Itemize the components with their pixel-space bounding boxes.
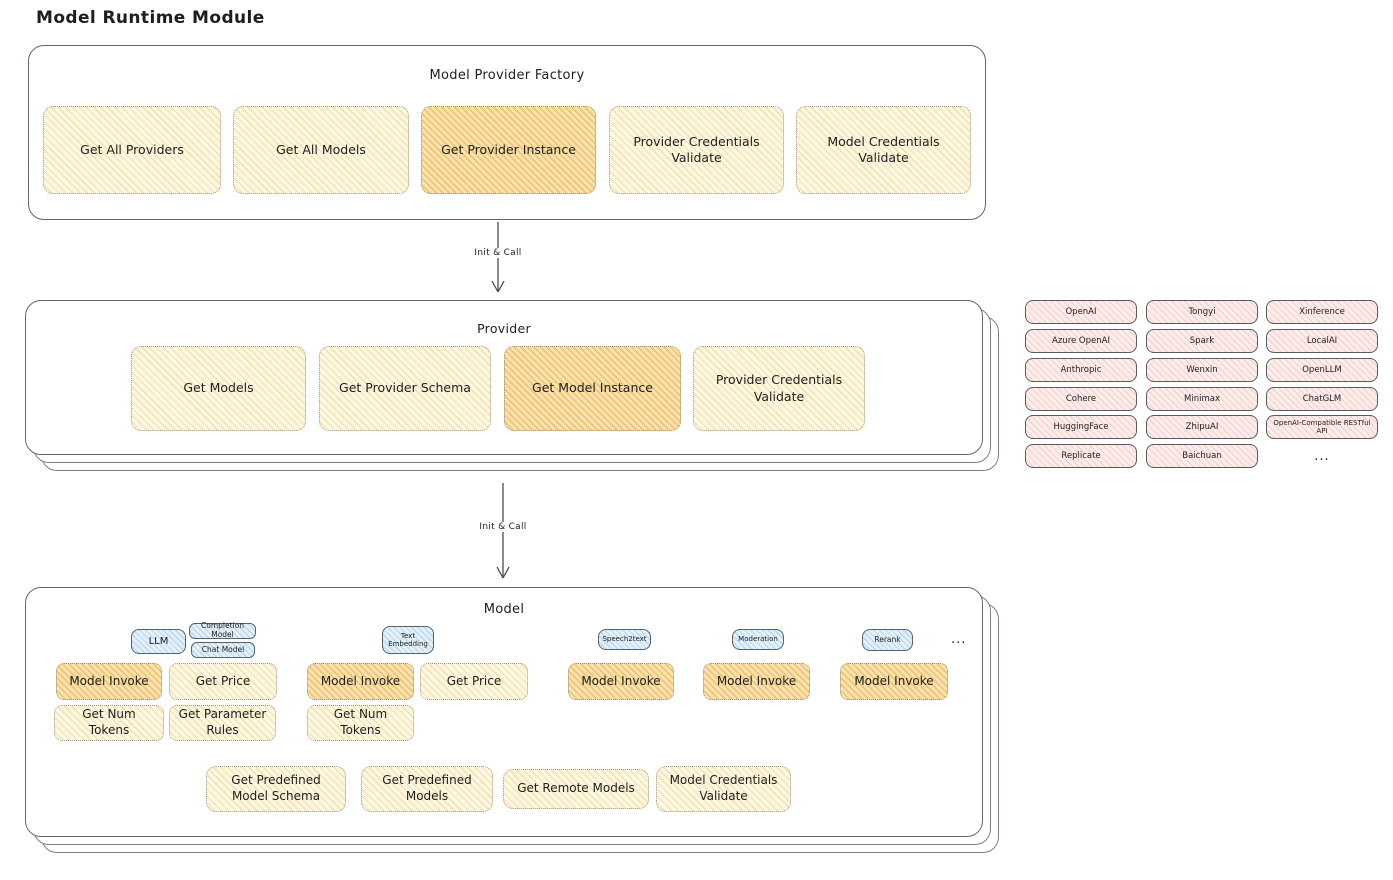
provider-button-get-provider-schema: Get Provider Schema: [319, 346, 491, 431]
model-title: Model: [483, 602, 525, 617]
model-tabs-more-dots: ...: [951, 632, 967, 647]
model-button-embedding-model-invoke: Model Invoke: [307, 663, 414, 700]
factory-button-get-provider-instance: Get Provider Instance: [421, 106, 596, 194]
model-button-embedding-get-price: Get Price: [420, 663, 528, 700]
provider-title: Provider: [477, 321, 531, 336]
provider-pill-azure-openai: Azure OpenAI: [1025, 329, 1137, 353]
tab-speech2text: Speech2text: [598, 629, 651, 650]
model-button-model-credentials-validate: Model Credentials Validate: [656, 766, 791, 812]
model-button-get-remote-models: Get Remote Models: [503, 769, 649, 809]
provider-pill-tongyi: Tongyi: [1146, 300, 1258, 324]
init-call-label-1: Init & Call: [470, 248, 526, 258]
model-button-llm-get-num-tokens: Get Num Tokens: [54, 705, 164, 741]
provider-pill-baichuan: Baichuan: [1146, 444, 1258, 468]
tab-moderation: Moderation: [732, 629, 784, 650]
init-call-arrow-2: Init & Call: [463, 483, 543, 580]
provider-pill-chatglm: ChatGLM: [1266, 387, 1378, 411]
provider-pill-replicate: Replicate: [1025, 444, 1137, 468]
down-arrow-icon: [491, 222, 505, 293]
model-button-rerank-model-invoke: Model Invoke: [840, 663, 948, 700]
model-button-embedding-get-num-tokens: Get Num Tokens: [307, 705, 414, 741]
init-call-arrow-1: Init & Call: [458, 222, 538, 294]
model-panel: Model LLM Completion Model Chat Model Te…: [25, 587, 983, 837]
factory-button-model-credentials-validate: Model Credentials Validate: [796, 106, 971, 194]
tab-rerank: Rerank: [862, 629, 913, 651]
model-button-llm-model-invoke: Model Invoke: [56, 663, 162, 700]
model-button-speech2text-model-invoke: Model Invoke: [568, 663, 674, 700]
provider-button-get-model-instance: Get Model Instance: [504, 346, 681, 431]
factory-button-get-all-models: Get All Models: [233, 106, 409, 194]
provider-pill-wenxin: Wenxin: [1146, 358, 1258, 382]
provider-pill-openai: OpenAI: [1025, 300, 1137, 324]
tab-chat-model: Chat Model: [191, 642, 255, 658]
factory-button-provider-credentials-validate: Provider Credentials Validate: [609, 106, 784, 194]
provider-button-get-models: Get Models: [131, 346, 306, 431]
provider-pill-localai: LocalAI: [1266, 329, 1378, 353]
provider-pill-openllm: OpenLLM: [1266, 358, 1378, 382]
provider-panel: Provider Get Models Get Provider Schema …: [25, 300, 983, 455]
provider-pill-anthropic: Anthropic: [1025, 358, 1137, 382]
provider-pill-huggingface: HuggingFace: [1025, 415, 1137, 439]
provider-pill-cohere: Cohere: [1025, 387, 1137, 411]
init-call-label-2: Init & Call: [475, 522, 531, 532]
tab-text-embedding: Text Embedding: [382, 626, 434, 654]
model-button-moderation-model-invoke: Model Invoke: [703, 663, 810, 700]
providers-more-dots: ...: [1314, 449, 1330, 464]
provider-pill-xinference: Xinference: [1266, 300, 1378, 324]
factory-button-get-all-providers: Get All Providers: [43, 106, 221, 194]
factory-panel: Model Provider Factory Get All Providers…: [28, 45, 986, 220]
provider-button-provider-credentials-validate: Provider Credentials Validate: [693, 346, 865, 431]
provider-pill-spark: Spark: [1146, 329, 1258, 353]
tab-llm: LLM: [131, 629, 186, 654]
model-button-llm-get-parameter-rules: Get Parameter Rules: [169, 705, 276, 741]
model-button-llm-get-price: Get Price: [169, 663, 277, 700]
tab-completion-model: Completion Model: [189, 622, 256, 639]
provider-pill-zhipuai: ZhipuAI: [1146, 415, 1258, 439]
provider-pill-minimax: Minimax: [1146, 387, 1258, 411]
factory-title: Model Provider Factory: [429, 68, 585, 83]
page-title: Model Runtime Module: [36, 8, 265, 28]
provider-pill-openai-compatible-restful-api: OpenAI-Compatible RESTful API: [1266, 415, 1378, 439]
model-button-get-predefined-models: Get Predefined Models: [361, 766, 493, 812]
model-button-get-predefined-model-schema: Get Predefined Model Schema: [206, 766, 346, 812]
